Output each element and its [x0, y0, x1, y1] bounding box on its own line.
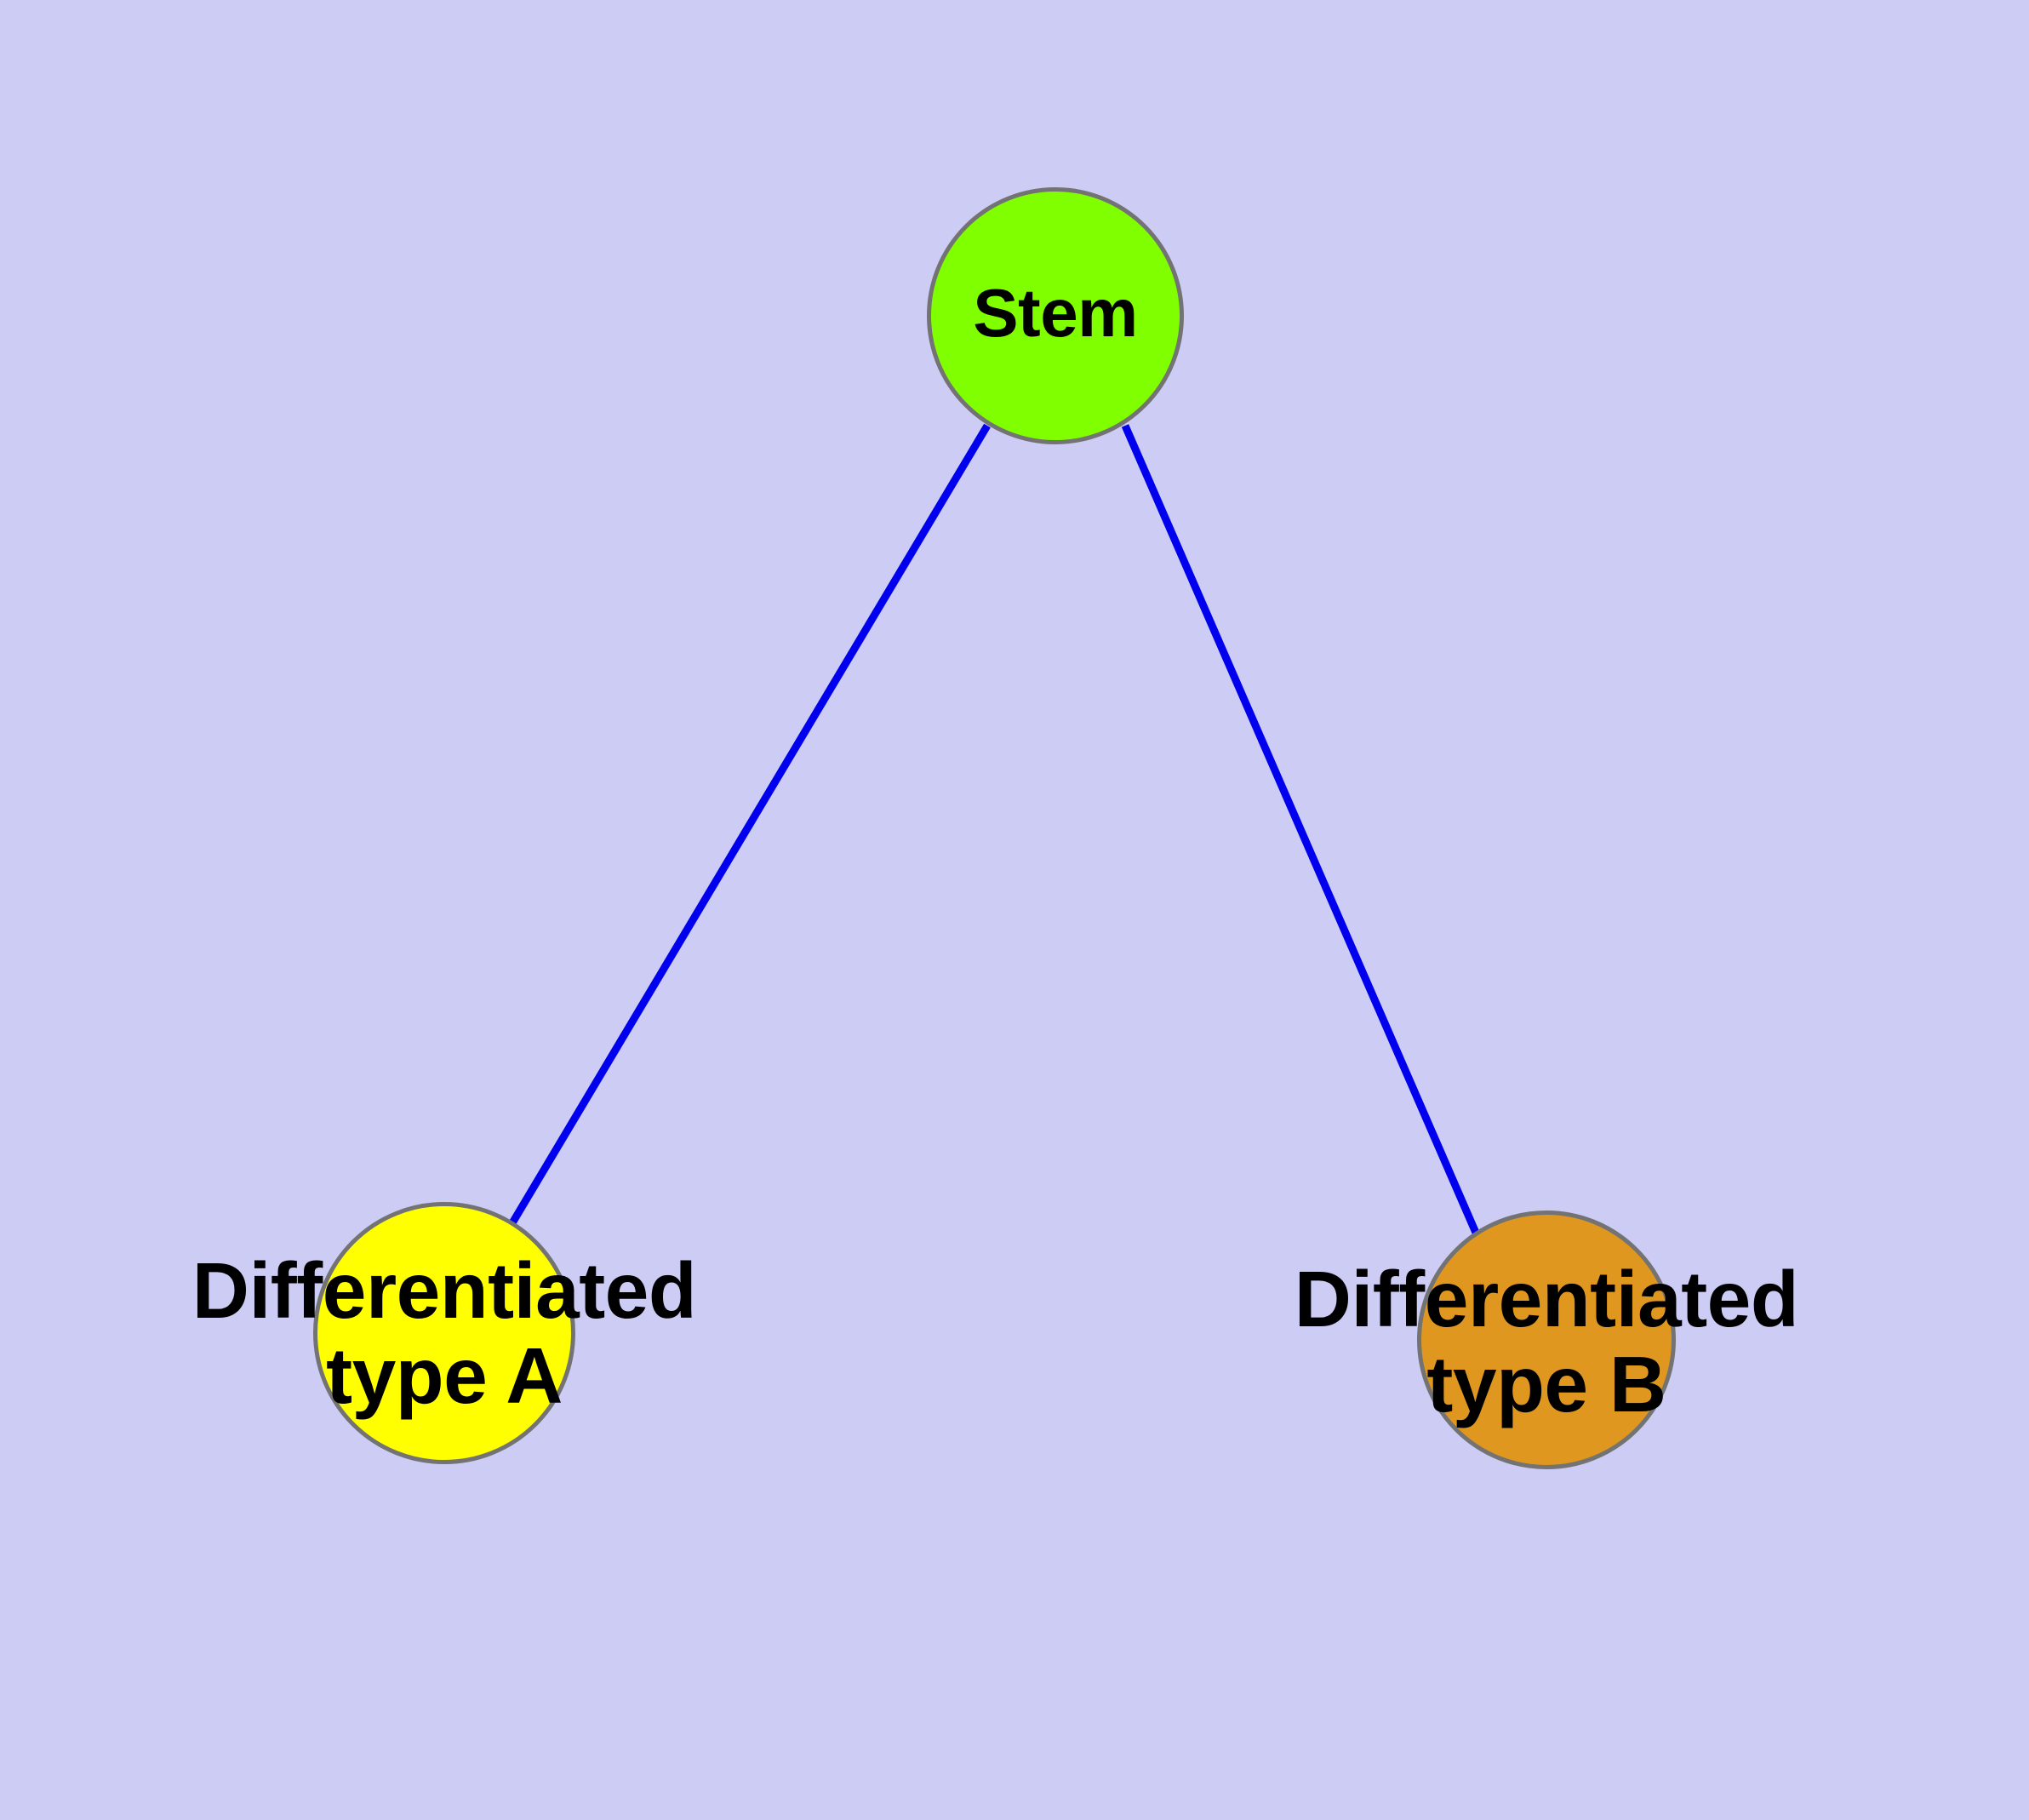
node-differentiated-type-a-circle[interactable] — [313, 1202, 575, 1464]
edge-stem-to-differentiated-type-b — [1121, 424, 1480, 1234]
node-stem-label: Stem — [973, 275, 1138, 351]
node-differentiated-type-a-label: Differentiated type A — [191, 1246, 697, 1420]
edge-stem-to-differentiated-type-a — [507, 423, 991, 1228]
node-differentiated-type-b-label: Differentiated type B — [1294, 1255, 1799, 1428]
node-differentiated-type-b-circle[interactable] — [1417, 1210, 1676, 1469]
node-stem-circle[interactable] — [927, 187, 1184, 444]
